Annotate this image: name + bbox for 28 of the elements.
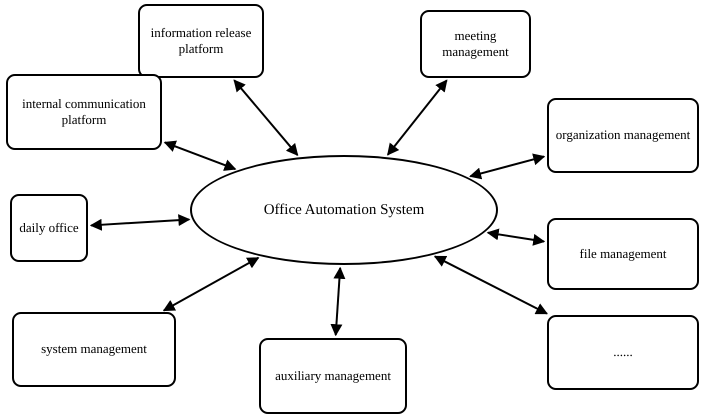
node-label: internal communication platform bbox=[21, 96, 147, 128]
node-label: system management bbox=[41, 341, 147, 358]
module-box bbox=[259, 338, 407, 414]
node-label: Office Automation System bbox=[264, 200, 424, 220]
module-box bbox=[12, 312, 176, 387]
double-arrow bbox=[330, 266, 346, 336]
node-label: file management bbox=[580, 246, 666, 262]
double-arrow bbox=[233, 79, 298, 156]
double-arrow bbox=[434, 256, 548, 315]
double-arrow bbox=[162, 256, 260, 312]
node-label: organization management bbox=[556, 127, 690, 144]
node-label: auxiliary management bbox=[275, 368, 391, 384]
double-arrow bbox=[469, 154, 546, 180]
module-box bbox=[6, 74, 162, 150]
double-arrow bbox=[486, 228, 546, 246]
module-box bbox=[138, 4, 264, 78]
node-label: ...... bbox=[613, 344, 633, 361]
double-arrow bbox=[164, 140, 236, 171]
double-arrow bbox=[90, 214, 190, 231]
node-label: daily office bbox=[19, 220, 79, 236]
module-box bbox=[547, 218, 699, 290]
node-label: meeting management bbox=[441, 28, 510, 60]
node-label: information release platform bbox=[150, 24, 252, 58]
module-box bbox=[547, 98, 699, 173]
module-box bbox=[10, 194, 88, 262]
double-arrow bbox=[387, 79, 448, 156]
module-box bbox=[420, 10, 531, 78]
module-box bbox=[547, 315, 699, 390]
